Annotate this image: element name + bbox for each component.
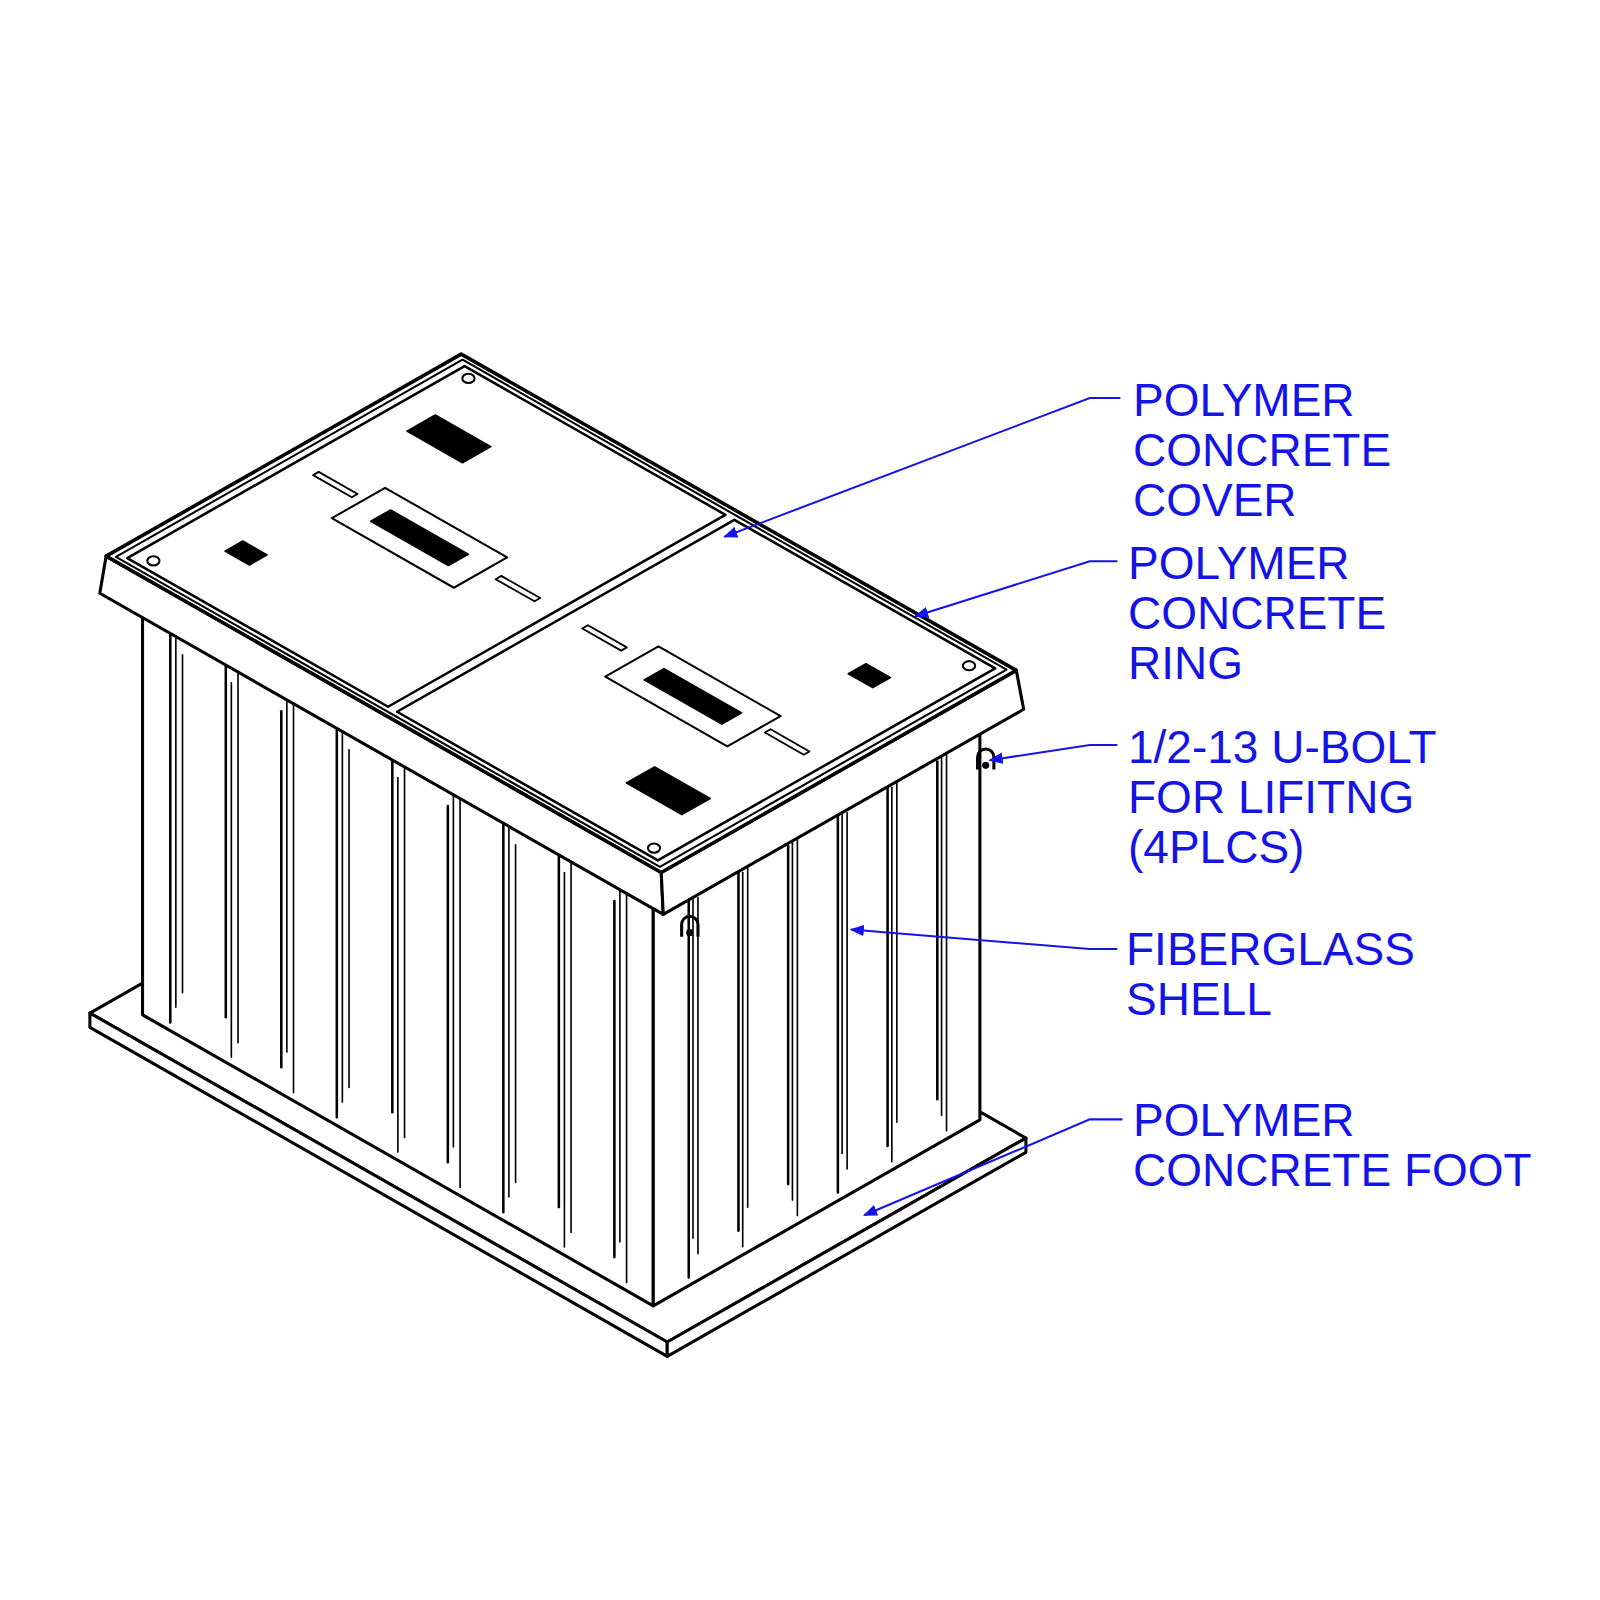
lift-slot (765, 729, 809, 754)
logo-plate (407, 415, 491, 463)
shell-rib (225, 665, 228, 1017)
callout-label: 1/2-13 U-BOLT FOR LIFITNG (4PLCS) (1128, 722, 1488, 872)
shell-rib (787, 846, 790, 1184)
shell-rib (286, 686, 288, 1052)
shell-rib (742, 872, 744, 1246)
shell-rib (169, 619, 172, 1022)
shell-rib (697, 898, 699, 1254)
callout-label: POLYMER CONCRETE RING (1128, 538, 1428, 688)
shell-rib (459, 799, 461, 1188)
leader-line (990, 745, 1118, 760)
shell-rib (293, 704, 295, 1093)
shell-rib (397, 778, 399, 1152)
shell-rib (342, 732, 344, 1102)
shell-rib (896, 756, 898, 1122)
bolt-hole (648, 844, 660, 853)
logo-square (848, 664, 890, 688)
shell-rib (453, 781, 455, 1147)
logo-square (225, 541, 267, 565)
bolt-hole (462, 374, 474, 383)
leader-line (724, 398, 1120, 537)
nameplate-mark (371, 510, 469, 566)
nameplate (332, 488, 507, 588)
shell-rib (792, 815, 794, 1200)
u-bolt-nut (982, 762, 989, 769)
shell-rib (570, 848, 572, 1233)
shell-rib (237, 658, 239, 1043)
leader-line (864, 1119, 1122, 1215)
shell-rib (558, 855, 561, 1207)
lift-slot (582, 625, 627, 650)
shell-rib (886, 776, 889, 1146)
bolt-hole (147, 556, 159, 565)
lift-slot (496, 576, 541, 601)
shell-rib (391, 760, 394, 1112)
shell-rib (619, 876, 621, 1242)
shell-rib (747, 841, 749, 1207)
shell-rib (447, 806, 450, 1162)
nameplate-mark (644, 669, 742, 725)
shell-rib (348, 750, 350, 1088)
shell-rib (846, 813, 848, 1169)
shell-rib (841, 801, 843, 1153)
shell-rib (564, 873, 566, 1247)
shell-rib (837, 790, 840, 1193)
callout-label: POLYMER CONCRETE FOOT (1133, 1095, 1553, 1195)
logo-plate (626, 767, 710, 815)
u-bolt-nut (686, 929, 693, 936)
lift-slot (313, 472, 357, 497)
shell-rib (613, 901, 616, 1257)
callout-label: FIBERGLASS SHELL (1126, 924, 1446, 1024)
leader-line (851, 930, 1117, 949)
leader-line (915, 561, 1117, 616)
shell-rib (280, 711, 283, 1067)
shell-rib (936, 762, 939, 1100)
nameplate (605, 646, 780, 746)
shell-rib (515, 845, 517, 1183)
shell-rib (336, 714, 339, 1117)
u-bolt (682, 916, 698, 936)
shell-rib (626, 894, 628, 1283)
leader-lines (724, 398, 1122, 1215)
callout-label: POLYMER CONCRETE COVER (1133, 375, 1433, 525)
shell-rib (891, 787, 893, 1161)
shell-rib (231, 683, 233, 1057)
ring-inner-edge (116, 360, 1007, 867)
shell-rib (502, 809, 505, 1212)
shell-rib (692, 886, 694, 1238)
ring-top (106, 354, 1016, 872)
shell-rib (175, 637, 177, 1007)
shell-rib (508, 827, 510, 1197)
shell-rib (797, 827, 799, 1216)
shell-rib (941, 731, 943, 1116)
shell-rib (404, 753, 406, 1138)
bolt-hole (963, 661, 975, 670)
shell-rib (182, 655, 184, 993)
shell-rib (737, 860, 740, 1230)
cover-panel (397, 520, 995, 861)
